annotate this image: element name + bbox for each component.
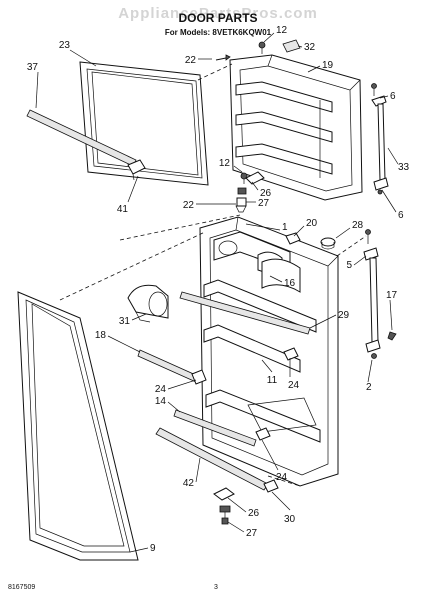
- callout-6-upper: 6: [390, 91, 396, 102]
- callout-23: 23: [59, 40, 71, 51]
- diagram-subtitle: For Models: 8VETK6KQW01: [165, 28, 272, 37]
- callout-2: 2: [366, 382, 372, 393]
- door-stop-bracket: [282, 39, 301, 53]
- callout-5: 5: [346, 260, 352, 271]
- bottom-hinge-parts: [213, 487, 235, 525]
- leader-lines: [35, 32, 399, 553]
- door-screw-upper: [215, 54, 231, 61]
- fresh-food-door-liner: [199, 216, 339, 487]
- shelf-end-cap-assembly: [127, 284, 169, 323]
- door-shelf-bar-middle: [137, 349, 199, 383]
- callout-33: 33: [398, 162, 410, 173]
- callout-16: 16: [284, 278, 296, 289]
- door-shelf-bar-bottom: [155, 427, 269, 491]
- watermark-text: AppliancePartsPros.com: [118, 5, 318, 22]
- callout-31: 31: [119, 316, 131, 327]
- door-plug-button: [320, 237, 336, 250]
- screw-top: [258, 41, 266, 54]
- callout-26-lower: 26: [248, 508, 260, 519]
- callout-24-lower: 24: [276, 472, 288, 483]
- shelf-bar-clip-bottom: [263, 479, 279, 493]
- callout-42: 42: [183, 478, 195, 489]
- callout-32: 32: [304, 42, 316, 53]
- callout-12-middle: 12: [219, 158, 231, 169]
- freezer-door-liner: [229, 54, 363, 201]
- callout-20: 20: [306, 218, 318, 229]
- callout-17: 17: [386, 290, 398, 301]
- diagram-title: DOOR PARTS: [178, 11, 257, 25]
- alignment-line-center: [59, 231, 206, 301]
- alignment-line-upper: [197, 63, 233, 81]
- fresh-food-door-gasket: [17, 291, 139, 561]
- hinge-pin-cover: [285, 232, 301, 245]
- dairy-door: [261, 258, 301, 293]
- callout-29: 29: [338, 310, 350, 321]
- alignment-line-bottom: [267, 475, 301, 487]
- callout-labels: 23 37 41 22 12 32 19 6 33 6 12 26 22 27 …: [27, 25, 410, 554]
- callout-6-lower: 6: [398, 210, 404, 221]
- callout-14: 14: [155, 396, 167, 407]
- callout-30: 30: [284, 514, 296, 525]
- callout-27-lower: 27: [246, 528, 258, 539]
- callout-22-upper: 22: [185, 55, 197, 66]
- door-shelf-bar-upper: [179, 291, 311, 335]
- alignment-line-hinge: [336, 235, 367, 257]
- callout-9: 9: [150, 543, 156, 554]
- callout-41: 41: [117, 204, 129, 215]
- callout-22-middle: 22: [183, 200, 195, 211]
- callout-27-upper: 27: [258, 198, 270, 209]
- trim-clip: [127, 159, 146, 181]
- callout-12-upper: 12: [276, 25, 288, 36]
- door-shelf-bar-lower: [173, 409, 257, 447]
- callout-28: 28: [352, 220, 364, 231]
- lower-handle-assembly: [363, 229, 397, 359]
- footer-page-number: 3: [214, 584, 218, 591]
- shelf-bar-clip-right: [283, 347, 299, 361]
- callout-19: 19: [322, 60, 334, 71]
- callout-26-upper: 26: [260, 188, 272, 199]
- footer-part-number: 8167509: [8, 584, 35, 591]
- callout-11: 11: [267, 375, 278, 386]
- center-hinge-parts: [235, 171, 265, 213]
- callout-37: 37: [27, 62, 39, 73]
- callout-24-right: 24: [288, 380, 300, 391]
- callout-18: 18: [95, 330, 107, 341]
- upper-handle-assembly: [371, 83, 389, 195]
- shelf-bar-clip-lower: [255, 427, 271, 441]
- callout-24-left: 24: [155, 384, 167, 395]
- callout-1: 1: [282, 222, 288, 233]
